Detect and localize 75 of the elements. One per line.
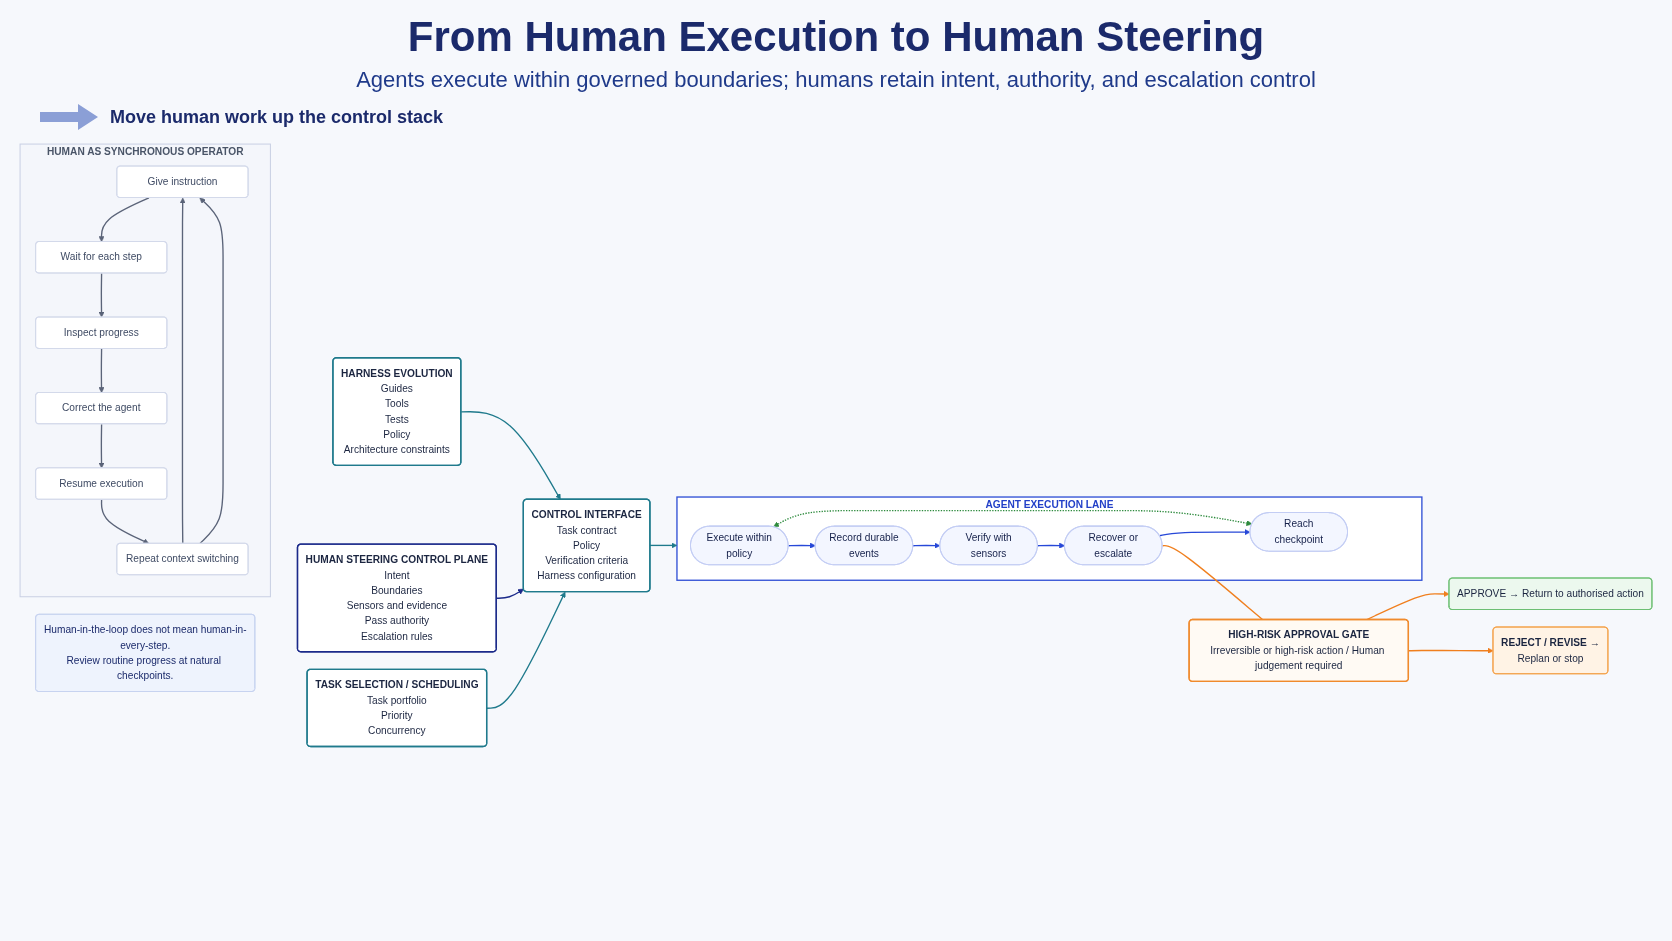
step-box xyxy=(116,542,249,576)
arrow xyxy=(179,197,186,545)
outcome-box xyxy=(1448,577,1653,611)
step-label: Record durable events xyxy=(828,530,900,561)
panel-heading: HUMAN STEERING CONTROL PLANE xyxy=(305,553,489,566)
note-text: Review routine progress at natural checkpoints. xyxy=(66,654,223,681)
list-item: Policy xyxy=(383,428,411,440)
description-text: Irreversible or high-risk action / Human judgement required xyxy=(1210,644,1386,671)
panel-box xyxy=(332,357,462,466)
panel-box xyxy=(296,543,497,653)
step-box xyxy=(35,241,168,274)
panel-heading: TASK SELECTION / SCHEDULING xyxy=(315,678,479,691)
outcome-text: Replan or stop xyxy=(1517,651,1584,664)
step-label: Wait for each step xyxy=(59,249,143,265)
step-box xyxy=(35,467,168,500)
gate-box xyxy=(1188,618,1410,683)
list-item: Concurrency xyxy=(368,724,426,736)
note-text: Human-in-the-loop does not mean human-in-every-step. xyxy=(43,623,247,651)
step-label: Repeat context switching xyxy=(125,551,240,567)
step-label: Correct the agent xyxy=(61,400,142,416)
dashed-arrow xyxy=(773,509,1253,528)
panel-heading: CONTROL INTERFACE xyxy=(531,508,642,521)
subtitle: Agents execute within governed boundaries; humans retain intent, authority, and escalation control xyxy=(356,66,1316,94)
panel-box xyxy=(306,668,488,748)
list-item: Priority xyxy=(381,709,413,721)
step-label: Inspect progress xyxy=(62,325,140,340)
arrow xyxy=(649,542,678,549)
list-item: Architecture constraints xyxy=(343,443,450,455)
step-box xyxy=(116,165,249,199)
title: From Human Execution to Human Steering xyxy=(407,12,1265,62)
list-item: Intent xyxy=(384,568,410,581)
step-label: Give instruction xyxy=(146,174,219,190)
arrow xyxy=(98,423,105,469)
arrow xyxy=(486,591,566,709)
step-label: Resume execution xyxy=(58,476,145,491)
list-item: Policy xyxy=(573,539,601,551)
info-box xyxy=(35,613,256,692)
list-item: Harness configuration xyxy=(537,569,636,582)
step-pill xyxy=(814,525,914,566)
lane-title: AGENT EXECUTION LANE xyxy=(985,498,1114,510)
list-item: Escalation rules xyxy=(361,629,433,642)
step-pill xyxy=(690,525,789,566)
gate-heading: HIGH-RISK APPROVAL GATE xyxy=(1228,628,1370,641)
step-label: Recover or escalate xyxy=(1087,530,1140,561)
arrow xyxy=(98,348,105,393)
arrow xyxy=(199,197,224,545)
note-text: Move human work up the control stack xyxy=(110,106,444,129)
list-item: Boundaries xyxy=(371,584,423,596)
list-item: Verification criteria xyxy=(545,554,629,566)
arrow xyxy=(460,411,561,500)
list-item: Guides xyxy=(380,382,413,394)
step-pill xyxy=(939,525,1038,566)
list-item: Task contract xyxy=(556,523,617,536)
panel-heading: HARNESS EVOLUTION xyxy=(341,367,453,379)
outcome-heading: REJECT / REVISE → xyxy=(1501,636,1600,649)
list-item: Pass authority xyxy=(364,614,430,626)
step-pill xyxy=(1249,512,1349,552)
arrow xyxy=(98,197,150,243)
outcome-box xyxy=(1492,626,1609,675)
list-item: Sensors and evidence xyxy=(346,599,448,611)
list-item: Tests xyxy=(385,412,409,425)
list-item: Task portfolio xyxy=(366,694,427,706)
step-box xyxy=(35,391,168,425)
step-label: Reach checkpoint xyxy=(1273,517,1324,547)
panel-title: HUMAN AS SYNCHRONOUS OPERATOR xyxy=(46,145,244,157)
step-label: Verify with sensors xyxy=(964,530,1013,561)
arrow xyxy=(100,498,150,545)
step-box xyxy=(35,316,168,349)
list-item: Tools xyxy=(385,397,409,410)
arrow xyxy=(98,272,105,318)
panel-box xyxy=(522,498,651,593)
step-pill xyxy=(1063,525,1163,566)
outcome-text: APPROVE → Return to authorised action xyxy=(1457,587,1644,600)
step-label: Execute within policy xyxy=(705,530,773,561)
arrow xyxy=(912,542,941,549)
